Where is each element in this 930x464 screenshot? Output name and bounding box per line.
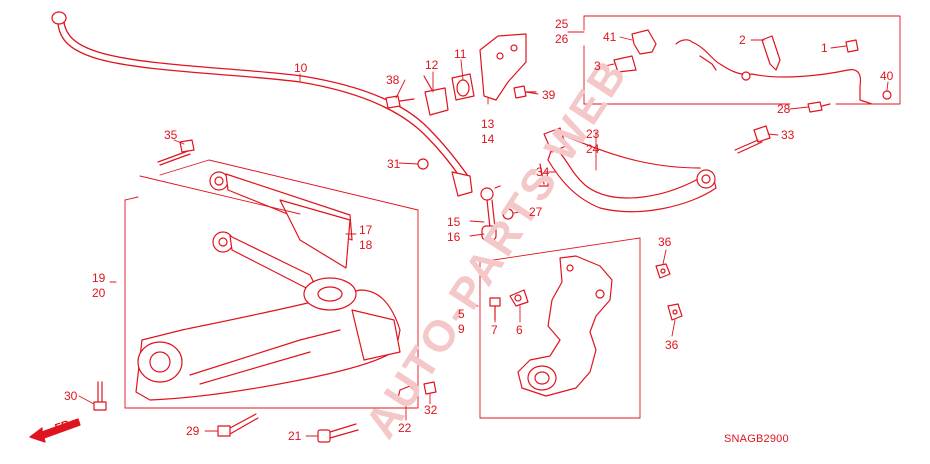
part-label-19: 19: [92, 271, 106, 285]
part-label-34: 34: [536, 165, 550, 179]
front-direction-arrow: [29, 418, 81, 443]
part-label-3: 3: [594, 59, 601, 73]
nut-32: [423, 381, 437, 395]
diagram-code: SNAGB2900: [724, 433, 789, 445]
leader-lines: [78, 36, 889, 437]
part-label-25: 25: [555, 17, 569, 31]
part-label-40: 40: [880, 69, 894, 83]
part-label-32: 32: [424, 403, 438, 417]
part-label-38: 38: [386, 73, 400, 87]
abs-sensor-assembly: [613, 29, 892, 113]
bolt-21: [317, 423, 359, 443]
part-label-36-lower: 36: [665, 338, 679, 352]
part-label-6: 6: [516, 323, 523, 337]
upper-arm: [537, 127, 717, 213]
part-label-41: 41: [603, 30, 617, 44]
part-label-16: 16: [447, 230, 461, 244]
part-label-12: 12: [425, 58, 439, 72]
part-label-28: 28: [777, 102, 791, 116]
part-label-31: 31: [387, 157, 401, 171]
part-label-18: 18: [359, 238, 373, 252]
bolt-7: [489, 297, 501, 321]
part-label-14: 14: [481, 132, 495, 146]
knuckle: [509, 255, 613, 397]
part-label-35: 35: [164, 128, 178, 142]
part-label-36-upper: 36: [658, 235, 672, 249]
part-label-11: 11: [454, 47, 467, 61]
stabilizer-bar: [51, 11, 473, 197]
part-label-30: 30: [64, 389, 78, 403]
part-label-26: 26: [555, 32, 569, 46]
nut-36-lower: [667, 303, 683, 321]
stabilizer-bushing-assembly: [423, 33, 527, 116]
part-label-27: 27: [529, 205, 543, 219]
lower-arm: [135, 277, 401, 401]
part-label-9: 9: [458, 322, 465, 336]
part-label-29: 29: [186, 424, 200, 438]
part-label-13: 13: [481, 117, 495, 131]
bolt-38: [385, 95, 415, 109]
bolt-29: [217, 413, 259, 437]
part-label-10: 10: [294, 61, 308, 75]
part-label-1: 1: [821, 41, 828, 55]
part-label-2: 2: [739, 33, 746, 47]
part-label-24: 24: [586, 142, 600, 156]
part-label-22: 22: [398, 421, 412, 435]
bolt-33: [734, 125, 771, 154]
part-label-39: 39: [542, 88, 556, 102]
trailing-arm: [209, 171, 353, 296]
part-label-33: 33: [781, 128, 795, 142]
nut-36-upper: [655, 263, 671, 279]
group-outlines: [124, 15, 901, 419]
part-label-15: 15: [447, 215, 461, 229]
stabilizer-link: [417, 158, 514, 241]
bolt-39: [513, 85, 537, 99]
part-label-5: 5: [458, 307, 465, 321]
bolt-30: [93, 381, 107, 411]
part-label-20: 20: [92, 286, 106, 300]
bolt-35: [157, 139, 195, 166]
part-label-17: 17: [359, 223, 373, 237]
part-label-21: 21: [288, 429, 302, 443]
nut-22: [397, 385, 417, 405]
part-label-23: 23: [586, 127, 600, 141]
part-label-7: 7: [491, 323, 498, 337]
